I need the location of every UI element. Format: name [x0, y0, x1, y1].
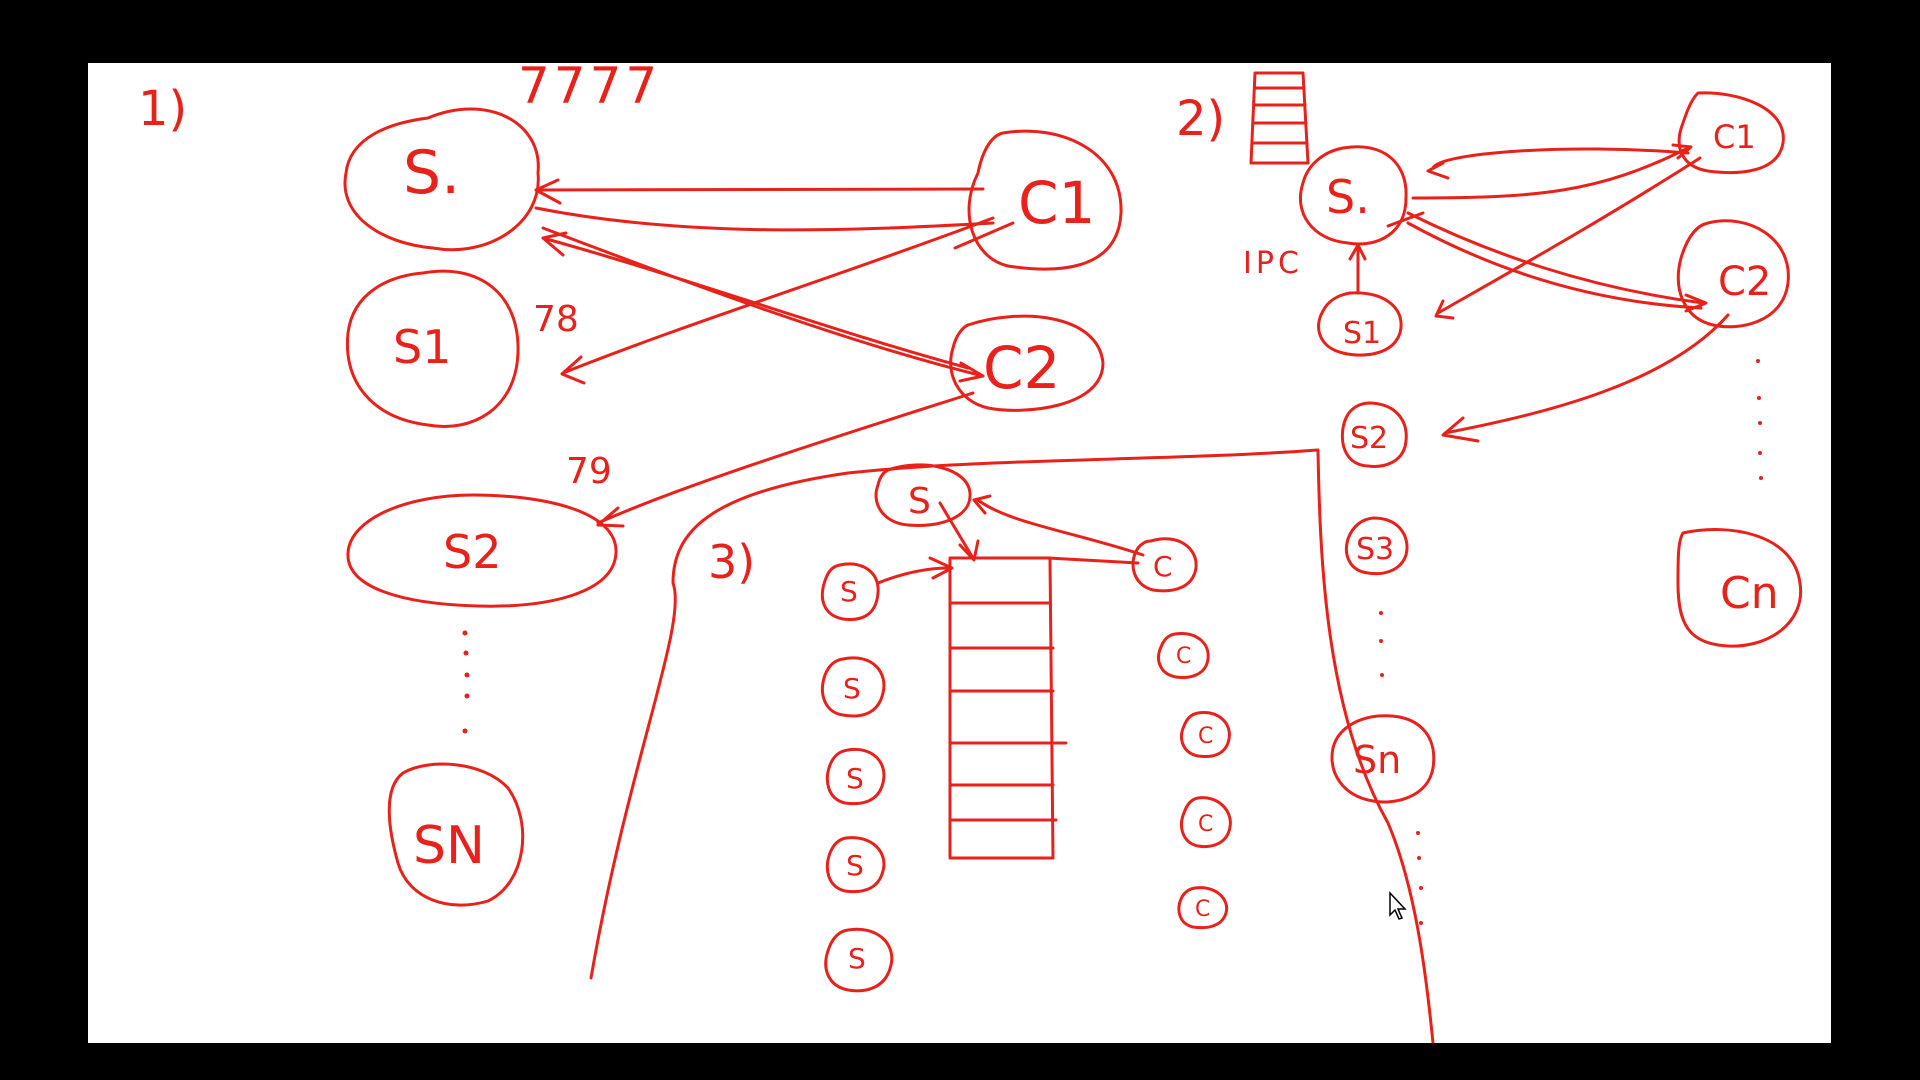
client-node-c2-2: C2	[1676, 219, 1790, 329]
server-node-sn: SN	[387, 762, 525, 907]
server-node-sn-2: Sn	[1330, 714, 1436, 804]
server-main-2-label: S.	[1326, 170, 1370, 224]
server-node-3-5: S	[824, 927, 894, 993]
ellipsis-dots-s-2	[1379, 611, 1384, 677]
client-node-3-1: C	[1157, 632, 1210, 679]
client-1-label: C1	[1018, 169, 1095, 237]
server-3-1-label: S	[840, 575, 858, 608]
ellipsis-dots-s-3	[1416, 831, 1423, 925]
server-3-4-label: S	[846, 849, 864, 882]
section-1-number: 1)	[138, 81, 187, 137]
server-node-s-main-2: S.	[1298, 145, 1408, 246]
client-node-c-main-3: C	[1131, 537, 1198, 593]
connection-arrows-section-2	[1348, 143, 1730, 443]
whiteboard: 1) 7777 S. S1 78 S2 79 SN C1 C2	[88, 63, 1831, 1043]
server-2-2-label: S2	[1350, 421, 1388, 456]
client-3-2-label: C	[1198, 724, 1213, 749]
server-main-3-label: S	[908, 481, 931, 522]
client-node-cn-2: Cn	[1676, 528, 1803, 648]
client-3-1-label: C	[1176, 644, 1191, 669]
server-list-section-3: S S S S S	[820, 562, 894, 993]
connection-arrows-section-3	[876, 494, 1145, 585]
queue-icon-small	[1249, 71, 1310, 165]
client-node-3-3: C	[1180, 796, 1232, 848]
server-3-2-label: S3	[1356, 532, 1394, 567]
section-3-number: 3)	[708, 535, 755, 589]
server-node-s-main-3: S	[874, 463, 972, 528]
server-3-2-label: S	[843, 672, 861, 705]
client-main-3-label: C	[1153, 550, 1173, 583]
connection-arrows-section-1	[534, 178, 1015, 528]
server-node-s2: S2	[346, 493, 618, 608]
port-label-79: 79	[566, 451, 612, 492]
server-node-3-2: S	[820, 656, 886, 718]
ipc-label: IPC	[1243, 246, 1303, 281]
queue-buffer	[948, 556, 1068, 860]
client-1-2-label: C1	[1713, 118, 1756, 156]
server-node-s1: S1	[345, 269, 520, 428]
client-2-2-label: C2	[1718, 259, 1771, 305]
server-node-3-1: S	[820, 562, 880, 621]
client-node-3-4: C	[1177, 886, 1229, 930]
server-3-5-label: S	[848, 942, 866, 975]
client-list-section-3: C C C C	[1157, 632, 1232, 930]
server-3-3-label: S	[846, 762, 864, 795]
client-2-label: C2	[983, 334, 1060, 402]
server-1-label: S1	[393, 320, 451, 374]
diagram-canvas: 1) 7777 S. S1 78 S2 79 SN C1 C2	[138, 63, 1803, 1043]
section-2-number: 2)	[1176, 91, 1225, 147]
port-label-7777: 7777	[518, 63, 661, 115]
server-node-s2-2: S2	[1340, 401, 1408, 468]
server-node-s-main: S.	[343, 107, 540, 252]
client-node-3-2: C	[1180, 711, 1231, 758]
server-node-s3-2: S3	[1344, 516, 1409, 576]
mouse-cursor-icon	[1389, 891, 1407, 920]
client-3-4-label: C	[1195, 897, 1210, 922]
client-node-c1-2: C1	[1677, 91, 1785, 174]
client-3-3-label: C	[1198, 812, 1213, 837]
ellipsis-dots-s	[462, 630, 470, 734]
client-node-c1: C1	[967, 129, 1123, 271]
server-1-2-label: S1	[1343, 316, 1381, 351]
server-node-3-4: S	[825, 836, 886, 894]
server-n-label: SN	[413, 816, 485, 876]
server-node-s1-2: S1	[1317, 291, 1403, 357]
client-n-2-label: Cn	[1720, 568, 1779, 619]
server-main-label: S.	[403, 138, 460, 208]
server-node-3-3: S	[825, 747, 886, 806]
ellipsis-dots-c-2	[1756, 359, 1763, 480]
client-node-c2: C2	[949, 314, 1105, 412]
section-3-boundary	[589, 448, 1435, 1043]
server-2-label: S2	[443, 525, 501, 579]
port-label-78: 78	[533, 299, 579, 340]
